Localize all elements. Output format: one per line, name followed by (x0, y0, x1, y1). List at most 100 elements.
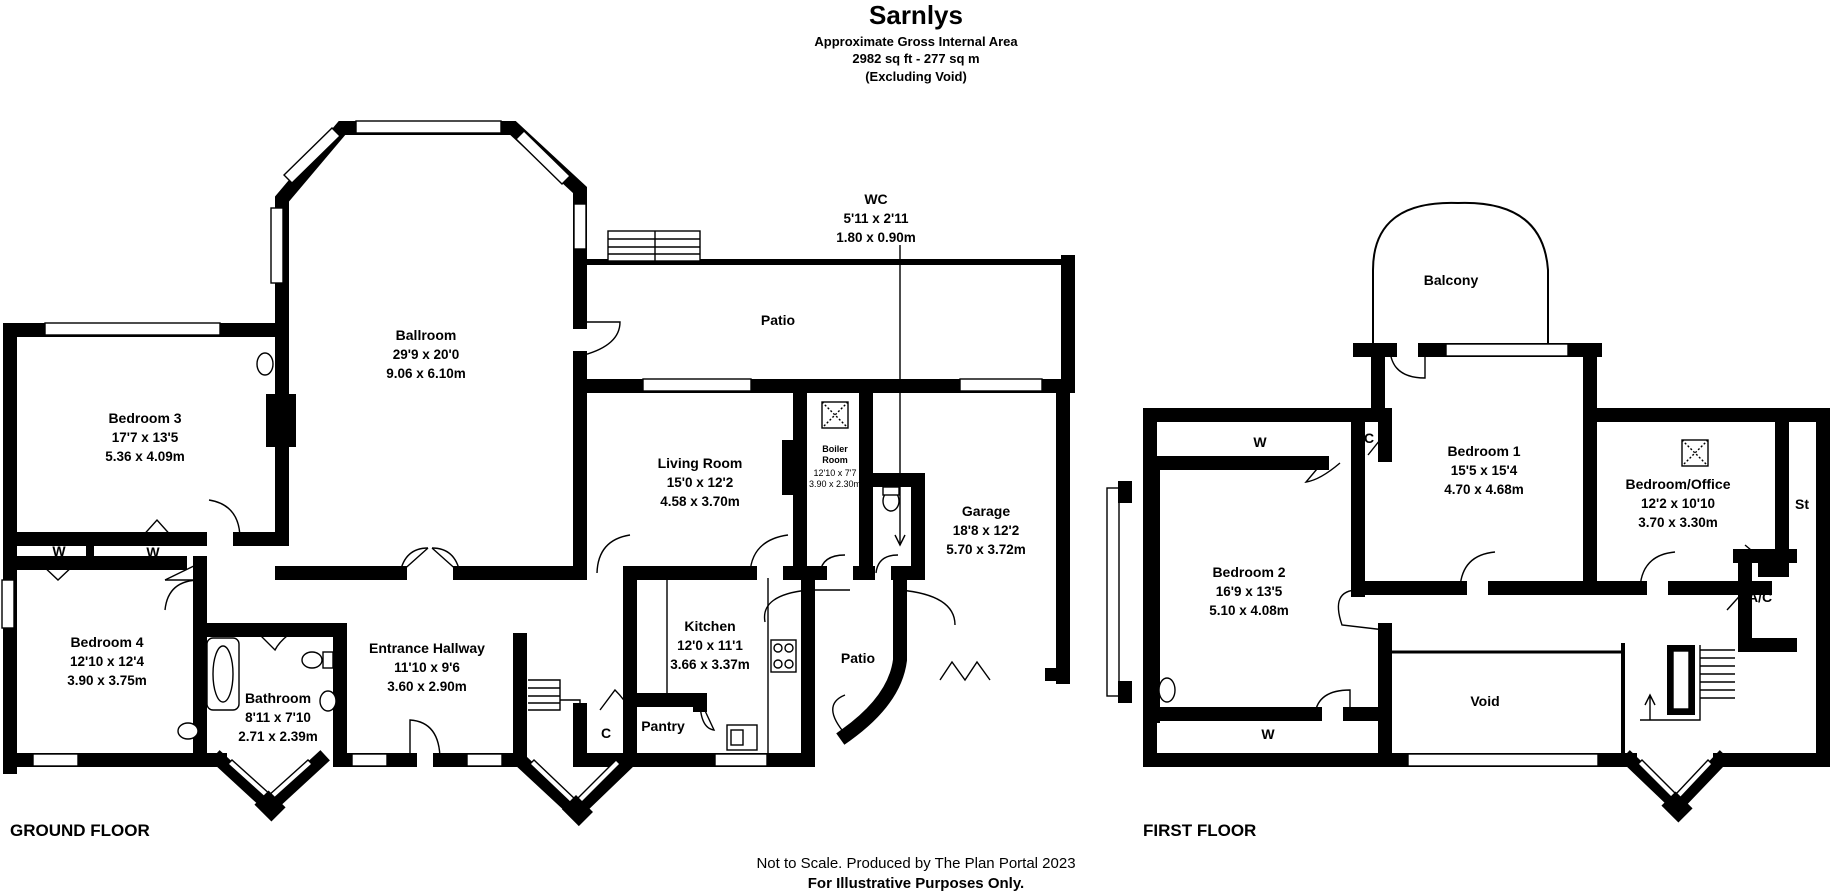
hob-ring (784, 643, 794, 653)
stair-arrow (1644, 693, 1656, 720)
patio-outline (588, 261, 1071, 378)
living-name: Living Room (658, 455, 743, 471)
area-value: 2982 sq ft - 277 sq m (852, 51, 979, 66)
wall (1488, 408, 1597, 595)
bedroom3-name: Bedroom 3 (108, 410, 181, 426)
door (582, 321, 621, 356)
first-floor-plan (1106, 201, 1830, 823)
bedroom1-name: Bedroom 1 (1447, 443, 1520, 459)
toilet-cistern (322, 651, 334, 669)
garage-metric: 5.70 x 3.72m (946, 542, 1026, 557)
window (959, 378, 1043, 392)
door (254, 629, 296, 652)
kitchen-name: Kitchen (684, 618, 735, 634)
wardrobe-door (1314, 689, 1351, 715)
skylight (1681, 439, 1709, 467)
store-name: St (1795, 496, 1809, 512)
door (832, 694, 847, 736)
plan-title: Sarnlys (869, 0, 963, 30)
fireplace (782, 440, 796, 495)
boiler-name-1: Boiler (822, 444, 848, 454)
wc-wall (859, 473, 925, 580)
garage-door (939, 660, 991, 682)
boiler-imperial: 12'10 x 7'7 (814, 468, 857, 478)
area-note: (Excluding Void) (865, 69, 967, 84)
french-door (399, 547, 461, 574)
door (1367, 438, 1386, 456)
bedroom4-name: Bedroom 4 (70, 634, 143, 650)
header: Sarnlys Approximate Gross Internal Area … (814, 0, 1018, 84)
ballroom-imperial: 29'9 x 20'0 (393, 347, 459, 362)
store-wall (1758, 413, 1789, 577)
patio-name: Patio (761, 312, 795, 328)
office-name: Bedroom/Office (1625, 476, 1730, 492)
window (355, 120, 502, 134)
bedroom1-metric: 4.70 x 4.68m (1444, 482, 1524, 497)
ground-floor-plan (1, 120, 1075, 827)
boiler-metric: 3.90 x 2.30m (809, 479, 861, 489)
window (714, 753, 768, 767)
bedroom2-imperial: 16'9 x 13'5 (1216, 584, 1283, 599)
wc-imperial: 5'11 x 2'11 (844, 211, 909, 226)
stairs (528, 679, 561, 711)
basin (1158, 677, 1176, 703)
door (208, 499, 241, 540)
stair-void (1672, 650, 1690, 710)
wardrobe-1-name: W (52, 543, 66, 559)
hob-ring (784, 659, 794, 669)
bedroom4-metric: 3.90 x 3.75m (67, 673, 147, 688)
footer-disclaimer: For Illustrative Purposes Only. (808, 875, 1024, 892)
bath-inner (212, 645, 234, 703)
door (875, 554, 899, 574)
garage-imperial: 18'8 x 12'2 (953, 523, 1019, 538)
window (1407, 753, 1599, 767)
bathroom-metric: 2.71 x 2.39m (238, 729, 318, 744)
window (573, 203, 587, 250)
ground-floor-label: GROUND FLOOR (10, 821, 150, 840)
bedroom3-metric: 5.36 x 4.09m (105, 449, 185, 464)
wall (164, 562, 201, 581)
first-floor-label: FIRST FLOOR (1143, 821, 1256, 840)
cupboard-name: C (601, 725, 611, 741)
ground-floor-labels: WC 5'11 x 2'11 1.80 x 0.90m Ballroom 29'… (10, 191, 1026, 840)
steps-lines (608, 231, 700, 261)
bay-point (254, 790, 286, 822)
window (1, 579, 15, 629)
wall (1583, 408, 1830, 767)
boiler-name-2: Room (822, 455, 848, 465)
basin (319, 690, 337, 712)
bathroom-imperial: 8'11 x 7'10 (245, 710, 311, 725)
bedroom1-imperial: 15'5 x 15'4 (1451, 463, 1518, 478)
window (270, 207, 284, 284)
aircon-name: A/C (1748, 589, 1772, 605)
balcony-name: Balcony (1424, 272, 1479, 288)
hallway-imperial: 11'10 x 9'6 (394, 660, 460, 675)
sink-bowl (730, 729, 744, 746)
balcony-door (1389, 349, 1426, 379)
garage-name: Garage (962, 503, 1010, 519)
bedroom2-name: Bedroom 2 (1212, 564, 1285, 580)
office-metric: 3.70 x 3.30m (1638, 515, 1718, 530)
ac-wall (1738, 549, 1797, 652)
door (596, 534, 631, 574)
hallway-metric: 3.60 x 2.90m (387, 679, 467, 694)
living-metric: 4.58 x 3.70m (660, 494, 740, 509)
ballroom-metric: 9.06 x 6.10m (386, 366, 466, 381)
door (899, 589, 956, 626)
wardrobe-top-name: W (1253, 434, 1267, 450)
toilet-cistern (882, 486, 900, 496)
bay-point (561, 795, 593, 827)
window (351, 753, 388, 767)
window (466, 753, 503, 767)
window (515, 130, 571, 185)
skylight (821, 401, 849, 429)
kitchen-metric: 3.66 x 3.37m (670, 657, 750, 672)
wardrobe-door (139, 518, 175, 540)
patio-small-name: Patio (841, 650, 875, 666)
wall (453, 388, 587, 580)
arrow (894, 534, 906, 547)
wall-end (1045, 668, 1069, 681)
pantry-name: Pantry (641, 718, 685, 734)
stairs (1700, 649, 1735, 699)
